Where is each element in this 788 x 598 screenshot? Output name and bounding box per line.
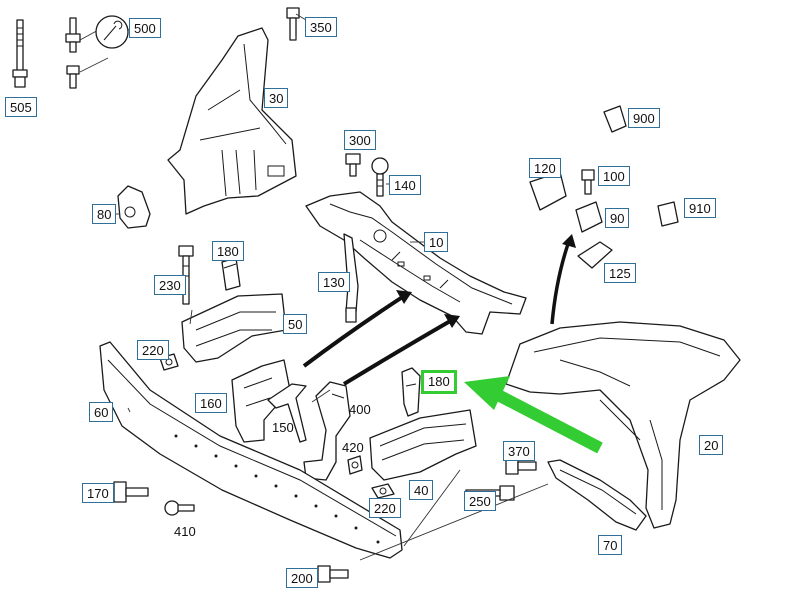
- callout-120[interactable]: 120: [529, 158, 561, 178]
- callout-220-right[interactable]: 220: [369, 498, 401, 518]
- callout-300[interactable]: 300: [344, 130, 376, 150]
- callout-140[interactable]: 140: [389, 175, 421, 195]
- callout-70[interactable]: 70: [598, 535, 623, 555]
- callout-200[interactable]: 200: [286, 568, 318, 588]
- highlight-arrow: [464, 376, 603, 454]
- part-50-bracket: [181, 293, 287, 363]
- callout-250[interactable]: 250: [464, 491, 496, 511]
- part-60-bumper-beam: [99, 341, 403, 559]
- part-10-cross-member: [305, 191, 527, 335]
- part-150-strut: [267, 383, 307, 443]
- part-400-bracket: [303, 381, 351, 481]
- callout-220-left[interactable]: 220: [137, 340, 169, 360]
- callout-50[interactable]: 50: [283, 314, 308, 334]
- part-910-clip: [657, 201, 679, 227]
- callout-180-upper[interactable]: 180: [212, 241, 244, 261]
- callout-910[interactable]: 910: [684, 198, 716, 218]
- part-200-bolt: [317, 565, 349, 583]
- callout-20[interactable]: 20: [699, 435, 724, 455]
- callout-500[interactable]: 500: [129, 18, 161, 38]
- callout-170[interactable]: 170: [82, 483, 114, 503]
- part-20-front-frame: [505, 321, 741, 529]
- part-220-clip-right: [371, 483, 395, 499]
- callout-100[interactable]: 100: [598, 166, 630, 186]
- part-420-nut: [347, 455, 363, 475]
- part-500-studs: [65, 15, 134, 89]
- leader-lines: [127, 36, 549, 561]
- callout-90[interactable]: 90: [605, 208, 630, 228]
- callout-80[interactable]: 80: [92, 204, 117, 224]
- part-160-bracket: [231, 359, 291, 443]
- part-30-bracket: [167, 27, 297, 215]
- callout-505[interactable]: 505: [5, 97, 37, 117]
- part-125-clip: [577, 241, 613, 269]
- part-70-bracket: [547, 459, 647, 531]
- part-350-bolt: [286, 7, 307, 41]
- callout-60[interactable]: 60: [89, 402, 114, 422]
- part-180-clip-upper: [221, 257, 241, 291]
- label-410[interactable]: 410: [174, 524, 196, 539]
- part-100-bolt: [581, 169, 595, 195]
- part-370-bolt: [505, 457, 537, 475]
- callout-30[interactable]: 30: [264, 88, 289, 108]
- callout-160[interactable]: 160: [195, 393, 227, 413]
- part-410-screw: [164, 500, 195, 516]
- callout-130[interactable]: 130: [318, 272, 350, 292]
- callout-230[interactable]: 230: [154, 275, 186, 295]
- part-90-clip: [575, 201, 603, 233]
- part-170-bolt: [113, 481, 149, 503]
- part-140-screw: [371, 157, 392, 197]
- part-180-clip-lower: [401, 367, 421, 417]
- label-420[interactable]: 420: [342, 440, 364, 455]
- assembly-arrows: [302, 234, 576, 386]
- callout-10[interactable]: 10: [424, 232, 449, 252]
- callout-370[interactable]: 370: [503, 441, 535, 461]
- callout-900[interactable]: 900: [628, 108, 660, 128]
- label-400[interactable]: 400: [349, 402, 371, 417]
- callout-125[interactable]: 125: [604, 263, 636, 283]
- part-900-clip: [603, 105, 627, 133]
- callout-180-highlighted[interactable]: 180: [421, 370, 457, 394]
- label-150[interactable]: 150: [272, 420, 294, 435]
- part-40-bracket: [369, 409, 477, 481]
- callout-40[interactable]: 40: [409, 480, 434, 500]
- callout-350[interactable]: 350: [305, 17, 337, 37]
- part-505-long-bolt: [12, 19, 28, 88]
- part-80-bracket: [114, 185, 151, 229]
